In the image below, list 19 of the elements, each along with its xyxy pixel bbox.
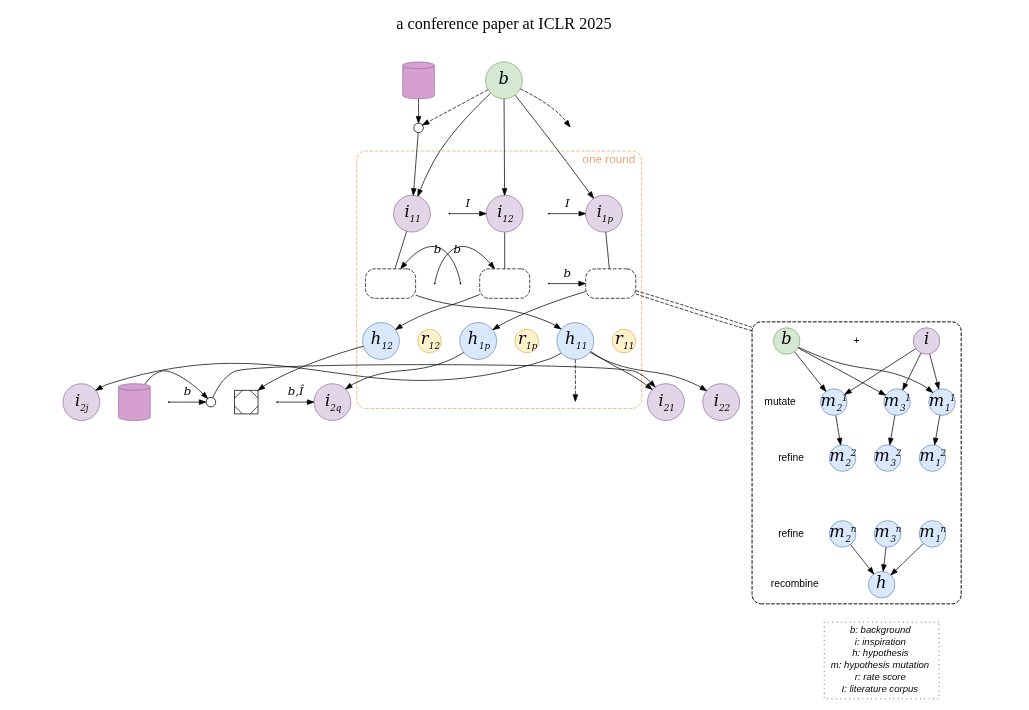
legend-label: h: hypothesis — [851, 647, 909, 659]
legend-label: i: inspiration — [854, 635, 906, 647]
label: recombine — [770, 578, 819, 590]
edge-label: b — [562, 265, 571, 280]
label: refine — [777, 527, 804, 539]
edge-label: b — [453, 241, 461, 256]
legend-label: I: literature corpus — [841, 682, 918, 694]
label: refine — [777, 451, 804, 463]
edge-label: b — [183, 384, 191, 399]
edge-label: I — [564, 195, 570, 210]
edge-label: b,Î — [287, 384, 304, 399]
edge-label: I — [465, 195, 470, 210]
label: a conference paper at ICLR 2025 — [395, 14, 612, 33]
legend-label: m: hypothesis mutation — [830, 659, 929, 671]
label: mutate — [763, 395, 796, 407]
legend-label: b: background — [849, 623, 911, 635]
legend-label: r: rate score — [854, 670, 906, 682]
label: + — [853, 334, 860, 346]
edge-label: b — [433, 241, 441, 256]
